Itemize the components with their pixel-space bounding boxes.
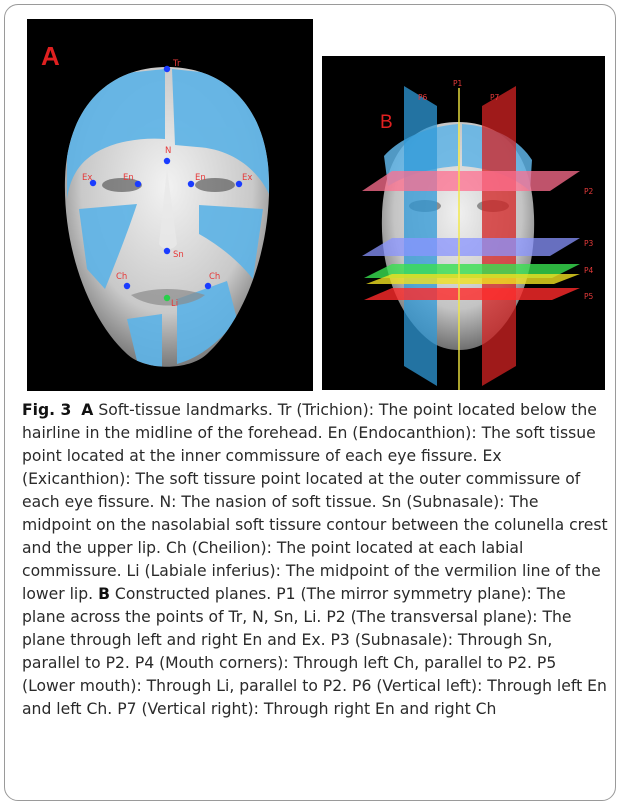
face-mesh-a xyxy=(47,59,269,391)
plane-label-p4: P4 xyxy=(584,266,594,275)
plane-p3 xyxy=(362,238,580,256)
landmark-ch-right-label: Ch xyxy=(116,272,127,282)
figure-caption: Fig. 3 A Soft-tissue landmarks. Tr (Tric… xyxy=(22,399,610,721)
landmark-ex-left-label: Ex xyxy=(242,173,252,183)
landmark-en-left-label: En xyxy=(195,173,206,183)
landmark-en-right-dot xyxy=(135,181,141,187)
plane-p2 xyxy=(362,171,580,191)
caption-a-label: A xyxy=(81,401,93,419)
landmark-ch-left-dot xyxy=(205,283,211,289)
landmark-ch-right-dot xyxy=(124,283,130,289)
panel-b-letter: B xyxy=(380,112,393,133)
landmark-ex-right-label: Ex xyxy=(82,173,92,183)
panel-a-letter: A xyxy=(41,41,60,71)
landmark-en-right-label: En xyxy=(123,173,134,183)
landmark-n-label: N xyxy=(165,146,171,156)
plane-label-p5: P5 xyxy=(584,292,594,301)
caption-b-text: Constructed planes. P1 (The mirror symme… xyxy=(22,585,607,718)
caption-b-label: B xyxy=(98,585,110,603)
caption-a-text: Soft-tissue landmarks. Tr (Trichion): Th… xyxy=(22,401,608,603)
plane-p6 xyxy=(404,86,437,386)
landmark-tr-label: Tr xyxy=(172,59,181,69)
panel-b-planes-image: B P1 P6 P7 P2 P3 P4 P5 xyxy=(322,56,605,390)
plane-label-p6: P6 xyxy=(418,93,428,102)
panel-a-landmarks-image: A Tr N Ex En En Ex Sn Ch Ch Li xyxy=(27,19,313,391)
plane-p5 xyxy=(364,288,580,300)
plane-label-p1: P1 xyxy=(453,79,463,88)
landmark-tr-dot xyxy=(164,66,170,72)
landmark-sn-dot xyxy=(164,248,170,254)
landmark-li-label: Li xyxy=(171,299,178,309)
caption-fig-label: Fig. 3 xyxy=(22,401,71,419)
plane-label-p3: P3 xyxy=(584,239,594,248)
landmark-li-dot xyxy=(164,295,170,301)
plane-p7 xyxy=(482,86,516,386)
landmark-ch-left-label: Ch xyxy=(209,272,220,282)
plane-label-p2: P2 xyxy=(584,187,594,196)
landmark-n-dot xyxy=(164,158,170,164)
plane-p4-yellow xyxy=(366,274,580,284)
plane-label-p7: P7 xyxy=(490,93,500,102)
landmark-en-left-dot xyxy=(188,181,194,187)
landmark-sn-label: Sn xyxy=(173,250,184,260)
